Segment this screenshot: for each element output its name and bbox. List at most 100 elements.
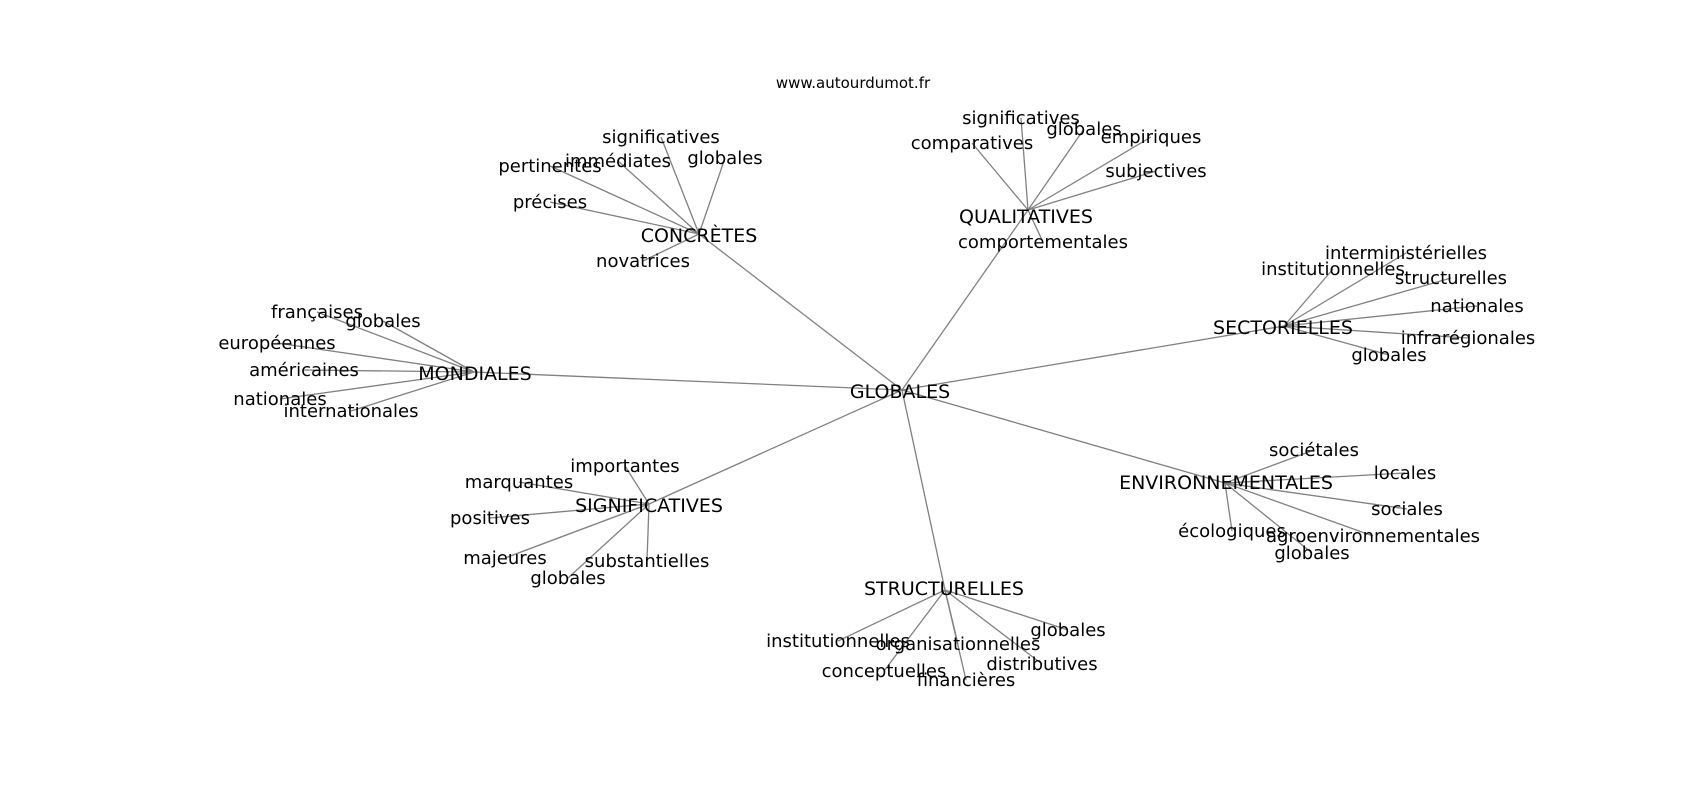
edge-center-to-hub bbox=[648, 389, 903, 505]
site-title: www.autourdumot.fr bbox=[776, 74, 931, 92]
edge-center-to-hub bbox=[901, 209, 1029, 391]
hub-label: CONCRÈTES bbox=[641, 224, 758, 247]
edge-hub-to-leaf bbox=[944, 589, 1043, 665]
leaf-label: positives bbox=[450, 508, 530, 529]
edge-hub-to-leaf bbox=[1027, 170, 1157, 211]
leaf-label: significatives bbox=[962, 108, 1080, 129]
edge-hub-to-leaf bbox=[660, 136, 700, 235]
edge-hub-to-leaf bbox=[883, 589, 946, 672]
leaf-label: institutionnelles bbox=[1261, 259, 1405, 280]
edge-hub-to-leaf bbox=[1283, 252, 1407, 327]
leaf-label: novatrices bbox=[596, 251, 690, 272]
leaf-label: françaises bbox=[271, 302, 363, 323]
hub-label: SECTORIELLES bbox=[1213, 317, 1353, 339]
hub-label: SIGNIFICATIVES bbox=[575, 495, 723, 517]
leaf-label: pertinentes bbox=[498, 156, 601, 177]
edge-hub-to-leaf bbox=[624, 465, 650, 505]
edge-hub-to-leaf bbox=[1224, 482, 1313, 554]
leaf-label: financières bbox=[917, 670, 1016, 691]
leaf-label: sociales bbox=[1371, 499, 1443, 520]
leaf-label: organisationnelles bbox=[876, 634, 1041, 655]
edge-hub-to-leaf bbox=[1027, 128, 1085, 211]
edge-hub-to-leaf bbox=[504, 503, 650, 559]
leaf-label: subjectives bbox=[1105, 161, 1206, 182]
edge-hub-to-leaf bbox=[382, 320, 475, 373]
leaf-label: empiriques bbox=[1101, 127, 1202, 148]
edge-center-to-hub bbox=[901, 389, 946, 591]
leaf-label: globales bbox=[1030, 620, 1105, 641]
leaf-label: globales bbox=[1351, 345, 1426, 366]
leaf-label: importantes bbox=[570, 456, 679, 477]
leaf-label: distributives bbox=[986, 654, 1097, 675]
edge-hub-to-leaf bbox=[276, 342, 475, 373]
leaf-label: marquantes bbox=[465, 472, 573, 493]
leaf-label: sociétales bbox=[1269, 440, 1359, 461]
leaf-label: globales bbox=[1046, 119, 1121, 140]
edge-hub-to-leaf bbox=[549, 201, 700, 235]
edge-hub-to-leaf bbox=[1283, 277, 1452, 327]
leaf-label: structurelles bbox=[1395, 268, 1507, 289]
leaf-label: significatives bbox=[602, 127, 720, 148]
edge-hub-to-leaf bbox=[944, 589, 967, 681]
hub-label: MONDIALES bbox=[418, 363, 531, 385]
edge-hub-to-leaf bbox=[303, 369, 475, 373]
leaf-label: écologiques bbox=[1178, 521, 1286, 542]
edge-hub-to-leaf bbox=[944, 589, 1069, 631]
edge-hub-to-leaf bbox=[1027, 136, 1152, 211]
edge-hub-to-leaf bbox=[642, 233, 700, 262]
leaf-label: globales bbox=[1274, 543, 1349, 564]
edge-hub-to-leaf bbox=[837, 589, 946, 642]
hub-label: QUALITATIVES bbox=[959, 206, 1093, 228]
edge-hub-to-leaf bbox=[971, 142, 1029, 211]
edge-hub-to-leaf bbox=[1224, 449, 1315, 484]
edge-hub-to-leaf bbox=[279, 371, 475, 400]
leaf-label: globales bbox=[345, 311, 420, 332]
leaf-label: locales bbox=[1374, 463, 1436, 484]
edge-hub-to-leaf bbox=[617, 160, 700, 235]
leaf-label: agroenvironnementales bbox=[1266, 526, 1480, 547]
edge-hub-to-leaf bbox=[1224, 482, 1408, 510]
edge-center-to-hub bbox=[698, 233, 903, 391]
center-label: GLOBALES bbox=[850, 381, 950, 403]
edge-hub-to-leaf bbox=[1020, 117, 1029, 211]
edge-center-to-hub bbox=[901, 325, 1285, 391]
leaf-label: immédiates bbox=[565, 151, 671, 172]
leaf-label: institutionnelles bbox=[766, 631, 910, 652]
edge-center-to-hub bbox=[901, 389, 1226, 484]
edge-hub-to-leaf bbox=[1224, 482, 1374, 537]
leaf-label: comportementales bbox=[958, 232, 1128, 253]
edge-hub-to-leaf bbox=[646, 503, 650, 562]
leaf-label: américaines bbox=[249, 360, 359, 381]
hub-label: ENVIRONNEMENTALES bbox=[1119, 472, 1333, 494]
leaf-label: globales bbox=[687, 148, 762, 169]
edge-hub-to-leaf bbox=[1224, 482, 1233, 532]
edge-hub-to-leaf bbox=[1027, 209, 1044, 243]
edge-hub-to-leaf bbox=[1283, 325, 1390, 356]
leaf-label: nationales bbox=[233, 389, 326, 410]
leaf-label: européennes bbox=[218, 333, 335, 354]
edge-hub-to-leaf bbox=[567, 503, 650, 579]
leaf-label: précises bbox=[513, 192, 587, 213]
edge-hub-to-leaf bbox=[1283, 305, 1478, 327]
edge-hub-to-leaf bbox=[1283, 325, 1469, 339]
leaf-label: infrarégionales bbox=[1401, 328, 1536, 349]
edge-hub-to-leaf bbox=[350, 371, 475, 412]
hub-label: STRUCTURELLES bbox=[864, 578, 1024, 600]
leaf-label: interministérielles bbox=[1325, 243, 1487, 264]
leaf-label: nationales bbox=[1430, 296, 1523, 317]
leaf-label: majeures bbox=[463, 548, 547, 569]
leaf-label: substantielles bbox=[585, 551, 710, 572]
edge-hub-to-leaf bbox=[698, 157, 726, 235]
edge-hub-to-leaf bbox=[316, 311, 475, 373]
edge-hub-to-leaf bbox=[518, 481, 650, 505]
leaf-label: globales bbox=[530, 568, 605, 589]
leaf-label: internationales bbox=[283, 401, 418, 422]
edge-hub-to-leaf bbox=[1283, 268, 1334, 327]
leaf-label: conceptuelles bbox=[822, 661, 947, 682]
edges-layer bbox=[276, 117, 1478, 681]
edge-hub-to-leaf bbox=[489, 503, 650, 519]
edge-hub-to-leaf bbox=[1224, 472, 1406, 484]
edge-hub-to-leaf bbox=[549, 165, 700, 235]
